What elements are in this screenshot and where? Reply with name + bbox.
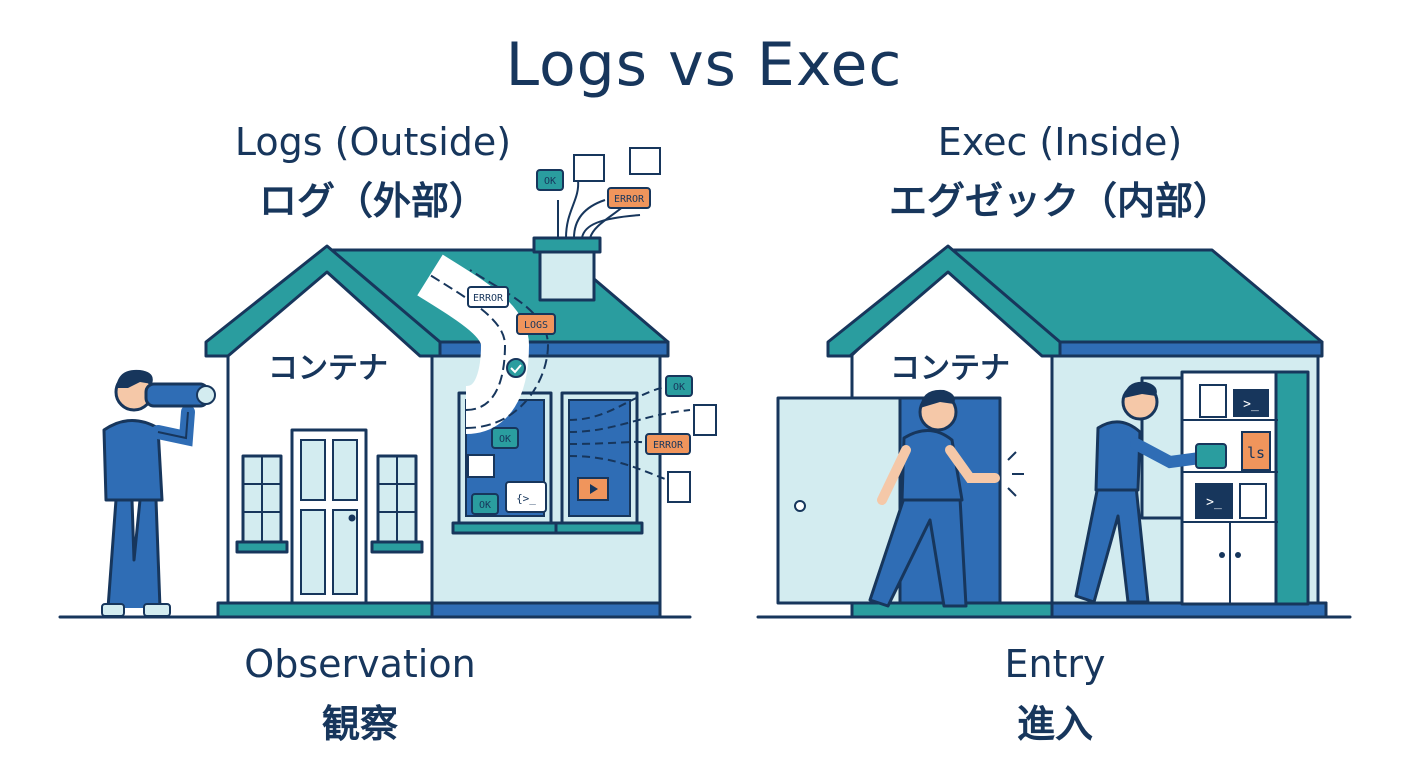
terminal-prompt-1: >_ — [1243, 397, 1259, 412]
ls-text: ls — [1247, 444, 1265, 462]
exec-house: >_ ls >_ — [756, 244, 1352, 619]
entering-person — [868, 389, 1024, 608]
tag-logs: LOGS — [516, 313, 556, 335]
doc-window-icon-2 — [629, 147, 661, 175]
held-item-icon — [1195, 443, 1227, 469]
tag-error-1: ERROR — [467, 286, 509, 308]
logs-heading-en: Logs (Outside) — [234, 120, 512, 164]
tag-error-3-text: ERROR — [653, 440, 684, 451]
exec-person — [1074, 381, 1227, 604]
right-house-label: コンテナ — [890, 351, 1010, 386]
entry-caption-en: Entry — [1004, 642, 1106, 686]
tag-ok-2-text: OK — [479, 500, 491, 511]
exec-heading-jp: エグゼック（内部） — [888, 179, 1231, 223]
tag-ok-4-text: OK — [673, 382, 685, 393]
doc-window-icon-1 — [573, 154, 605, 182]
tag-logs-text: LOGS — [524, 320, 548, 331]
knock-lines — [1007, 451, 1024, 497]
doc-icon-4 — [1239, 483, 1267, 519]
terminal-prompt-2: >_ — [1206, 495, 1222, 510]
observer-person — [101, 369, 216, 617]
terminal-icon-1 — [1233, 389, 1269, 417]
gable-trim — [204, 244, 442, 358]
observation-caption-en: Observation — [244, 642, 476, 686]
exec-heading-en: Exec (Inside) — [937, 120, 1183, 164]
chimney — [538, 248, 596, 302]
tag-code: {>_ — [505, 481, 547, 513]
tag-ok-3: OK — [536, 169, 564, 191]
doc-icon-2 — [693, 404, 717, 436]
ls-file-icon — [1241, 431, 1271, 471]
logs-heading-jp: ログ（外部） — [258, 179, 487, 223]
tag-ok-1-text: OK — [499, 434, 511, 445]
page-title: Logs vs Exec — [505, 30, 903, 100]
doc-icon-3 — [667, 471, 691, 503]
logs-house: ERROR LOGS OK OK {>_ OK ERROR — [58, 147, 717, 619]
tag-error-2: ERROR — [607, 187, 651, 209]
left-house-label: コンテナ — [268, 351, 388, 386]
tag-ok-2: OK — [471, 493, 499, 515]
file-icon — [1199, 384, 1227, 418]
terminal-icon-2 — [1195, 483, 1233, 519]
entry-caption-jp: 進入 — [1016, 702, 1093, 746]
tag-error-1-text: ERROR — [473, 293, 504, 304]
tag-code-text: {>_ — [516, 492, 536, 505]
open-door — [776, 396, 902, 605]
tag-ok-4: OK — [665, 375, 693, 397]
tag-error-2-text: ERROR — [614, 194, 645, 205]
tag-ok-1: OK — [491, 427, 519, 449]
doc-icon — [467, 454, 495, 478]
observation-caption-jp: 観察 — [321, 702, 398, 746]
tag-error-3: ERROR — [645, 433, 691, 455]
tag-ok-3-text: OK — [544, 176, 556, 187]
